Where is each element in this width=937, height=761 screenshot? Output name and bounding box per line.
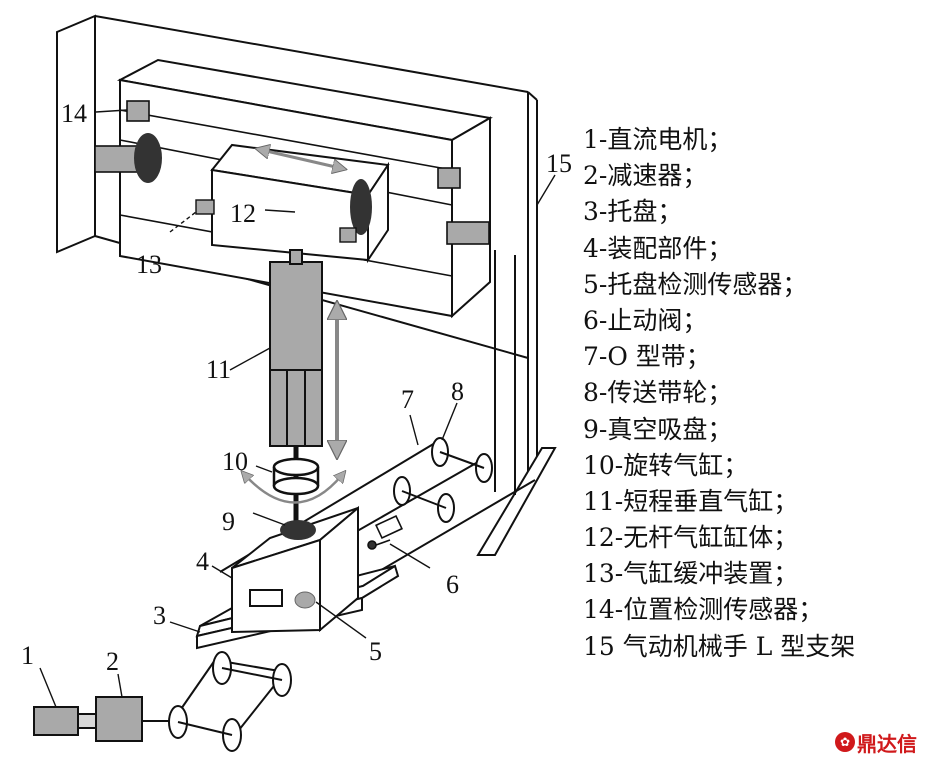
vertical-cylinder: [269, 249, 323, 540]
gear-reducer: [95, 696, 170, 742]
motion-arrow-horizontal: [262, 150, 340, 168]
parts-legend: 1-直流电机； 2-减速器； 3-托盘； 4-装配部件； 5-托盘检测传感器； …: [583, 122, 937, 665]
legend-item: 14-位置检测传感器；: [583, 595, 824, 625]
legend-item: 12-无杆气缸缸体；: [583, 523, 799, 553]
legend-item: 9-真空吸盘；: [583, 414, 733, 444]
legend-item: 2-减速器；: [583, 161, 708, 191]
legend-item: 4-装配部件；: [583, 233, 733, 263]
label-7: 7: [401, 385, 414, 414]
label-12: 12: [230, 199, 256, 228]
legend-item: 1-直流电机；: [583, 125, 733, 154]
stop-valve: [367, 514, 403, 550]
label-9: 9: [222, 507, 235, 536]
pallet-sensor: [294, 591, 316, 609]
label-11: 11: [206, 355, 231, 384]
label-1: 1: [21, 641, 34, 670]
legend-item: 13-气缸缓冲装置；: [583, 559, 799, 589]
label-5: 5: [369, 637, 382, 666]
position-sensor-right: [437, 167, 461, 189]
legend-item: 6-止动阀；: [583, 305, 708, 335]
rotation-arrow: [245, 475, 342, 504]
cushion-device: [195, 199, 215, 215]
l-bracket-frame: [56, 14, 557, 556]
carriage-disc: [350, 179, 372, 235]
leader-lines: [39, 109, 556, 708]
label-15: 15: [546, 149, 572, 178]
legend-item: 8-传送带轮；: [583, 378, 733, 408]
label-6: 6: [446, 570, 459, 599]
legend-item: 15 气动机械手 L 型支架: [583, 631, 856, 661]
label-2: 2: [106, 647, 119, 676]
label-14: 14: [61, 99, 87, 128]
legend-item: 7-O 型带；: [583, 342, 711, 372]
label-10: 10: [222, 447, 248, 476]
end-disc-left: [134, 133, 162, 183]
label-4: 4: [196, 547, 209, 576]
dc-motor: [33, 706, 97, 736]
legend-item: 5-托盘检测传感器；: [583, 269, 808, 299]
end-cap-right: [446, 221, 490, 245]
logo-icon: ✿: [835, 732, 855, 752]
vacuum-cup: [280, 520, 316, 540]
position-sensor-left: [126, 100, 150, 122]
label-13: 13: [136, 250, 162, 279]
conveyor-lower: [168, 651, 292, 752]
label-8: 8: [451, 377, 464, 406]
legend-item: 10-旋转气缸；: [583, 450, 749, 480]
watermark-text: 鼎达信: [857, 731, 917, 756]
legend-item: 3-托盘；: [583, 197, 683, 227]
label-3: 3: [153, 601, 166, 630]
legend-item: 11-短程垂直气缸；: [583, 486, 799, 516]
watermark: ✿ 鼎达信: [835, 726, 935, 758]
carriage-stub: [339, 227, 357, 243]
